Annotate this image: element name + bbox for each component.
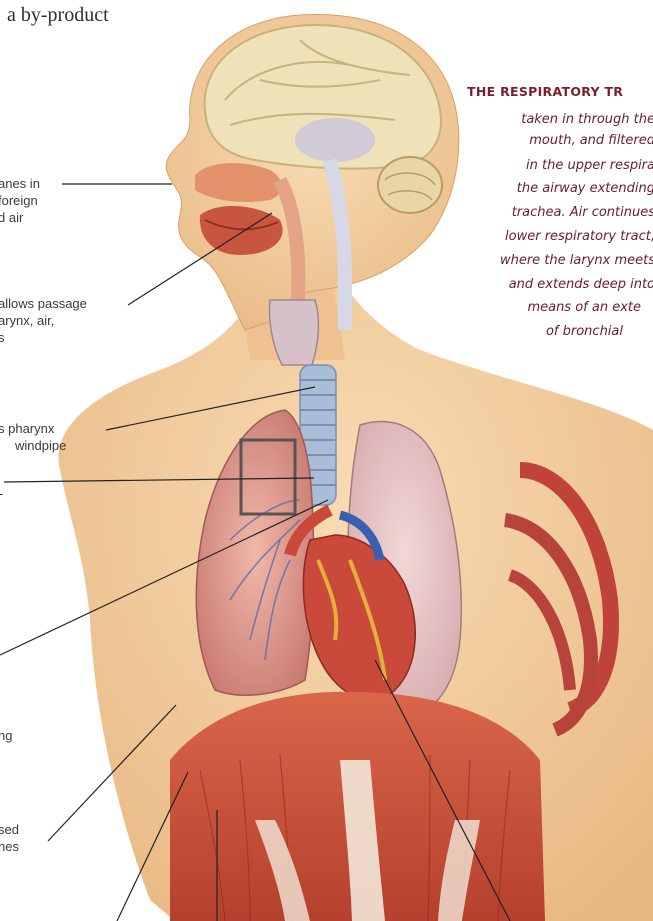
label-trachea-line-2: windpipe	[15, 438, 66, 454]
label-nasal-line-1: anes in	[0, 176, 40, 192]
caption-line-4: the airway extending	[517, 181, 653, 196]
cerebellum	[378, 157, 442, 213]
caption-line-8: and extends deep into	[509, 277, 653, 292]
label-diaphragm-line-2: nes	[0, 839, 19, 855]
caption-line-10: of bronchial	[546, 324, 623, 339]
label-bronchi-fragment: -	[0, 486, 3, 502]
label-pharynx-line-3: s	[0, 330, 5, 346]
caption-line-5: trachea. Air continues	[512, 205, 653, 220]
caption-line-2: mouth, and filtered	[529, 133, 653, 148]
label-nasal-line-3: d air	[0, 210, 23, 226]
label-pharynx-line-1: allows passage	[0, 296, 87, 312]
body-text-fragment: a by-product	[7, 4, 109, 27]
caption-line-6: lower respiratory tract,	[505, 229, 653, 244]
caption-line-9: means of an exte	[527, 300, 641, 315]
label-trachea-line-1: s pharynx	[0, 421, 54, 437]
label-pharynx-line-2: arynx, air,	[0, 313, 54, 329]
caption-title: THE RESPIRATORY TR	[467, 84, 623, 99]
label-diaphragm-line-1: sed	[0, 822, 19, 838]
label-lung-fragment: ng	[0, 728, 12, 744]
caption-line-3: in the upper respira	[526, 158, 653, 173]
label-nasal-line-2: foreign	[0, 193, 38, 209]
caption-line-1: taken in through the	[521, 112, 653, 127]
caption-line-7: where the larynx meets	[500, 253, 653, 268]
